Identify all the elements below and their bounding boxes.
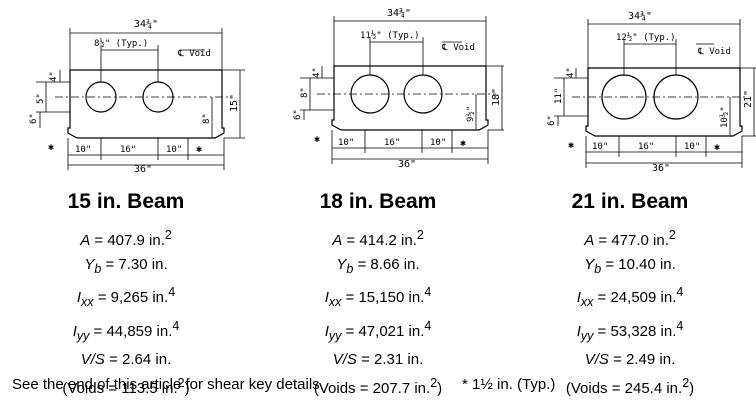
beam-18-vs: V/S = 2.31 in. — [332, 351, 424, 368]
beam-18-area: A = 414.2 in.2 — [332, 228, 424, 249]
beam-15-dim-spacing: 8½" (Typ.) — [94, 38, 148, 49]
beam-21-dim-overall: 36" — [652, 163, 670, 174]
beam-18-section-drawing: 34¾" 11½" (Typ.) ℄ Void 4" 8" 6" 9½" 18"… — [293, 7, 504, 170]
beam-18-yb: Yb = 8.66 in. — [336, 255, 420, 276]
beam-18-asterisk-right-icon: ✱ — [460, 138, 466, 149]
beam-18-dim-left-lower: 6" — [293, 109, 303, 120]
beam-15-dim-right-void: 8" — [202, 113, 212, 124]
beam-15-ixx: Ixx = 9,265 in.4 — [76, 285, 176, 309]
beam-15-area: A = 407.9 in.2 — [80, 228, 172, 249]
beam-21-voids: (Voids = 245.4 in.2) — [565, 375, 695, 397]
beam-21-asterisk-right-icon: ✱ — [714, 142, 720, 153]
beam-18-dim-overall: 36" — [398, 159, 416, 170]
beam-18-dim-bottom-right: 10" — [430, 138, 446, 148]
beam-15-dim-bottom-mid: 16" — [120, 145, 136, 155]
beam-18-dim-left-upper: 4" — [312, 67, 322, 78]
beam-21-dim-height: 21" — [743, 90, 754, 108]
beam-21-dim-right-void: 10½" — [719, 106, 730, 128]
footer-typ-note: * 1½ in. (Typ.) — [462, 376, 556, 393]
beam-18-title: 18 in. Beam — [319, 190, 437, 213]
beam-21-dim-top-width: 34¾" — [628, 10, 652, 22]
beam-21-area: A = 477.0 in.2 — [584, 228, 676, 249]
beam-18-dim-height: 18" — [491, 88, 502, 106]
beam-18-dim-bottom-mid: 16" — [384, 138, 400, 148]
beam-15-outline — [67, 69, 225, 139]
beam-21-dim-bottom-mid: 16" — [638, 142, 654, 152]
beam-15-voids: (Voids = 113.5 in.2) — [62, 375, 190, 397]
beam-15-dim-left-mid: 5" — [36, 93, 46, 104]
beam-15-section-drawing: 34¾" 8½" (Typ.) ℄ Void 4" 5" 6" 8" 15" 1… — [29, 18, 245, 175]
beam-18-dim-bottom-left: 10" — [338, 138, 354, 148]
beam-15-properties: A = 407.9 in.2 Yb = 7.30 in. Ixx = 9,265… — [0, 224, 252, 400]
beam-18-dim-spacing: 11½" (Typ.) — [360, 30, 420, 41]
beam-15-dim-bottom-right: 10" — [166, 145, 182, 155]
beam-18-dim-left-mid: 8" — [300, 87, 310, 98]
beam-18-dim-top-width: 34¾" — [387, 7, 411, 19]
beam-21-section-drawing: 34¾" 12½" (Typ.) ℄ Void 4" 11" 6" 10½" 2… — [547, 10, 756, 174]
beam-15-dim-top-width: 34¾" — [134, 18, 158, 30]
beam-18-dim-void-label: ℄ Void — [441, 43, 475, 53]
beam-15-iyy: Iyy = 44,859 in.4 — [72, 318, 180, 343]
beam-18-properties: A = 414.2 in.2 Yb = 8.66 in. Ixx = 15,15… — [252, 224, 504, 400]
beam-21-outline — [585, 67, 743, 137]
beam-21-dim-spacing: 12½" (Typ.) — [616, 32, 676, 43]
beam-panel-15: 34¾" 8½" (Typ.) ℄ Void 4" 5" 6" 8" 15" 1… — [0, 0, 252, 397]
beam-panel-21: 34¾" 12½" (Typ.) ℄ Void 4" 11" 6" 10½" 2… — [504, 0, 756, 397]
beam-21-title: 21 in. Beam — [571, 190, 689, 213]
beam-21-dim-left-upper: 4" — [566, 67, 576, 78]
beam-21-dim-void-label: ℄ Void — [697, 47, 731, 57]
beam-18-voids: (Voids = 207.7 in.2) — [313, 375, 443, 397]
beam-21-asterisk-left-icon: ✱ — [568, 140, 574, 151]
beam-21-dim-bottom-left: 10" — [592, 142, 608, 152]
beam-15-asterisk-left-icon: ✱ — [48, 142, 54, 153]
beam-18-ixx: Ixx = 15,150 in.4 — [324, 285, 432, 309]
beam-18-outline — [331, 65, 489, 131]
beam-21-ixx: Ixx = 24,509 in.4 — [576, 285, 684, 309]
beam-18-iyy: Iyy = 47,021 in.4 — [324, 318, 432, 343]
beam-21-yb: Yb = 10.40 in. — [584, 255, 676, 276]
beam-panel-18: 34¾" 11½" (Typ.) ℄ Void 4" 8" 6" 9½" 18"… — [252, 0, 504, 397]
beam-15-dim-void-label: ℄ Void — [177, 49, 211, 59]
beam-21-dim-left-mid: 11" — [554, 88, 564, 104]
beam-21-vs: V/S = 2.49 in. — [584, 351, 676, 368]
beam-15-yb: Yb = 7.30 in. — [84, 255, 168, 276]
beam-21-dim-bottom-right: 10" — [684, 142, 700, 152]
beam-15-dim-left-upper: 4" — [49, 71, 59, 82]
beam-15-asterisk-right-icon: ✱ — [196, 144, 202, 155]
beam-18-asterisk-left-icon: ✱ — [314, 134, 320, 145]
beam-21-iyy: Iyy = 53,328 in.4 — [576, 318, 684, 343]
beam-15-title: 15 in. Beam — [67, 190, 185, 213]
beam-15-dim-overall: 36" — [134, 164, 152, 175]
beam-18-dim-right-void: 9½" — [465, 106, 476, 122]
beam-15-dim-left-lower: 6" — [29, 113, 39, 124]
beam-15-dim-height: 15" — [229, 94, 240, 112]
beam-21-properties: A = 477.0 in.2 Yb = 10.40 in. Ixx = 24,5… — [504, 224, 756, 400]
beam-15-dim-bottom-left: 10" — [75, 145, 91, 155]
beam-15-vs: V/S = 2.64 in. — [80, 351, 172, 368]
footer-shear-key-note: See the end of this article for shear ke… — [12, 376, 324, 393]
beam-21-dim-left-lower: 6" — [547, 115, 557, 126]
